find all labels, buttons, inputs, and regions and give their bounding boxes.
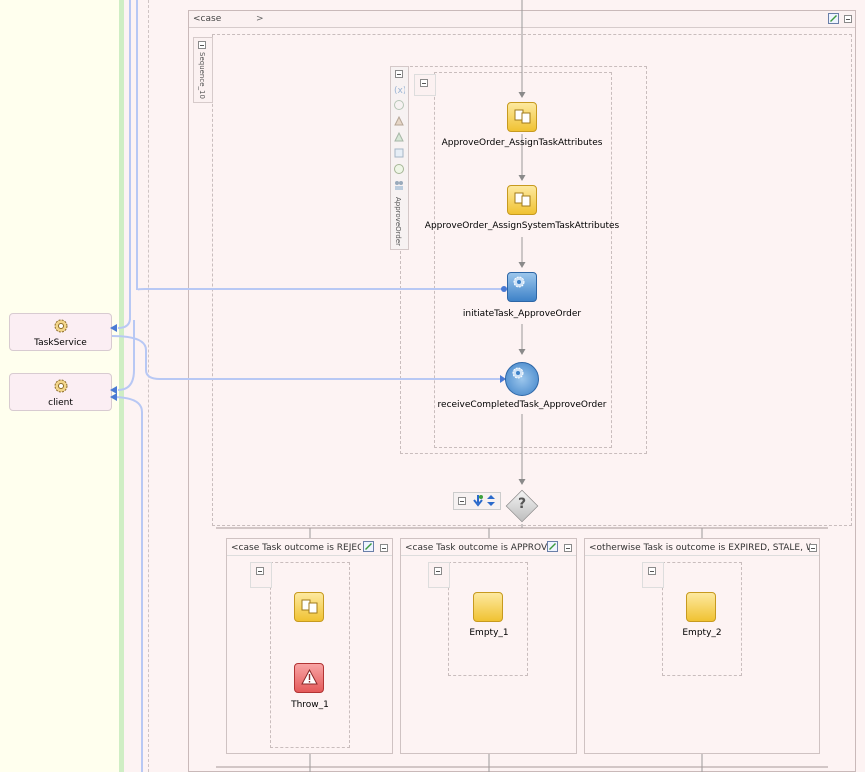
chevron-right-icon[interactable]: > bbox=[256, 14, 264, 24]
people-icon[interactable] bbox=[393, 179, 405, 191]
partner-link-taskservice[interactable]: TaskService bbox=[9, 313, 112, 351]
collapse-icon[interactable] bbox=[648, 567, 656, 575]
collapse-icon[interactable] bbox=[809, 544, 817, 552]
gear-icon bbox=[54, 379, 68, 393]
variables-icon[interactable]: (x) bbox=[393, 83, 405, 95]
collapse-icon[interactable] bbox=[420, 79, 428, 87]
edit-icon[interactable] bbox=[547, 541, 558, 552]
edit-icon[interactable] bbox=[828, 13, 839, 24]
branch-sequence-tab[interactable] bbox=[250, 562, 272, 588]
collapse-icon[interactable] bbox=[844, 15, 852, 23]
partner-label: TaskService bbox=[34, 338, 87, 348]
branch-header: <case Task outcome is REJECT bbox=[231, 543, 361, 553]
gear-icon bbox=[512, 367, 524, 379]
scope-label: ApproveOrder bbox=[394, 197, 402, 247]
collapse-icon[interactable] bbox=[564, 544, 572, 552]
activity-label: Empty_1 bbox=[469, 628, 509, 638]
activity-label: ApproveOrder_AssignSystemTaskAttributes bbox=[424, 221, 620, 231]
partner-link-client[interactable]: client bbox=[9, 373, 112, 411]
collapse-icon[interactable] bbox=[434, 567, 442, 575]
case-header-label: <case bbox=[193, 14, 222, 24]
collapse-icon[interactable] bbox=[198, 41, 206, 49]
branch-sequence-tab[interactable] bbox=[428, 562, 450, 588]
activity-label: initiateTask_ApproveOrder bbox=[462, 309, 582, 319]
scope-toolbar: (x) ApproveOrder bbox=[390, 66, 409, 250]
collapse-icon[interactable] bbox=[458, 497, 466, 505]
reorder-icon[interactable] bbox=[486, 494, 496, 507]
scope-inner-tab[interactable] bbox=[414, 74, 436, 96]
assign-icon bbox=[514, 192, 531, 207]
collapse-icon[interactable] bbox=[380, 544, 388, 552]
activity-label: ApproveOrder_AssignTaskAttributes bbox=[441, 138, 603, 148]
collapse-icon[interactable] bbox=[256, 567, 264, 575]
assign-activity[interactable] bbox=[294, 592, 324, 622]
activity-label: receiveCompletedTask_ApproveOrder bbox=[437, 400, 607, 410]
assign-activity[interactable] bbox=[507, 102, 537, 132]
compensation-icon[interactable] bbox=[393, 131, 405, 143]
scope-container bbox=[400, 66, 647, 454]
question-icon: ? bbox=[517, 496, 527, 512]
assign-activity[interactable] bbox=[507, 185, 537, 215]
event-handler-icon[interactable] bbox=[393, 147, 405, 159]
sequence-container bbox=[212, 34, 852, 526]
branch-header: <otherwise Task is outcome is EXPIRED, S… bbox=[589, 543, 811, 553]
lane-separator bbox=[119, 0, 124, 772]
branch-header: <case Task outcome is APPROVE bbox=[405, 543, 547, 553]
branch-sequence bbox=[448, 562, 528, 676]
sequence-side-tab[interactable]: Sequence_10 bbox=[193, 37, 213, 103]
collapse-icon[interactable] bbox=[395, 70, 403, 78]
empty-activity[interactable] bbox=[473, 592, 503, 622]
assign-icon bbox=[514, 109, 531, 124]
switch-toolbar bbox=[453, 492, 501, 510]
alarm-icon[interactable] bbox=[393, 163, 405, 175]
svg-text:(x): (x) bbox=[394, 86, 405, 95]
warning-icon bbox=[301, 669, 318, 685]
edit-icon[interactable] bbox=[363, 541, 374, 552]
branch-sequence bbox=[270, 562, 350, 748]
correlation-icon[interactable] bbox=[393, 99, 405, 111]
fault-handler-icon[interactable] bbox=[393, 115, 405, 127]
receive-activity[interactable] bbox=[505, 362, 539, 396]
activity-label: Throw_1 bbox=[291, 700, 329, 710]
gear-icon bbox=[513, 276, 525, 288]
assign-icon bbox=[301, 599, 318, 614]
gear-icon bbox=[54, 319, 68, 333]
empty-activity[interactable] bbox=[686, 592, 716, 622]
partner-label: client bbox=[48, 398, 73, 408]
scope-inner-sequence bbox=[434, 72, 612, 448]
otherwise-branch[interactable]: <otherwise Task is outcome is EXPIRED, S… bbox=[584, 538, 820, 754]
add-case-icon[interactable] bbox=[472, 494, 484, 507]
branch-sequence-tab[interactable] bbox=[642, 562, 664, 588]
throw-activity[interactable] bbox=[294, 663, 324, 693]
invoke-activity[interactable] bbox=[507, 272, 537, 302]
sequence-label: Sequence_10 bbox=[198, 52, 206, 99]
activity-label: Empty_2 bbox=[682, 628, 722, 638]
branch-sequence bbox=[662, 562, 742, 676]
